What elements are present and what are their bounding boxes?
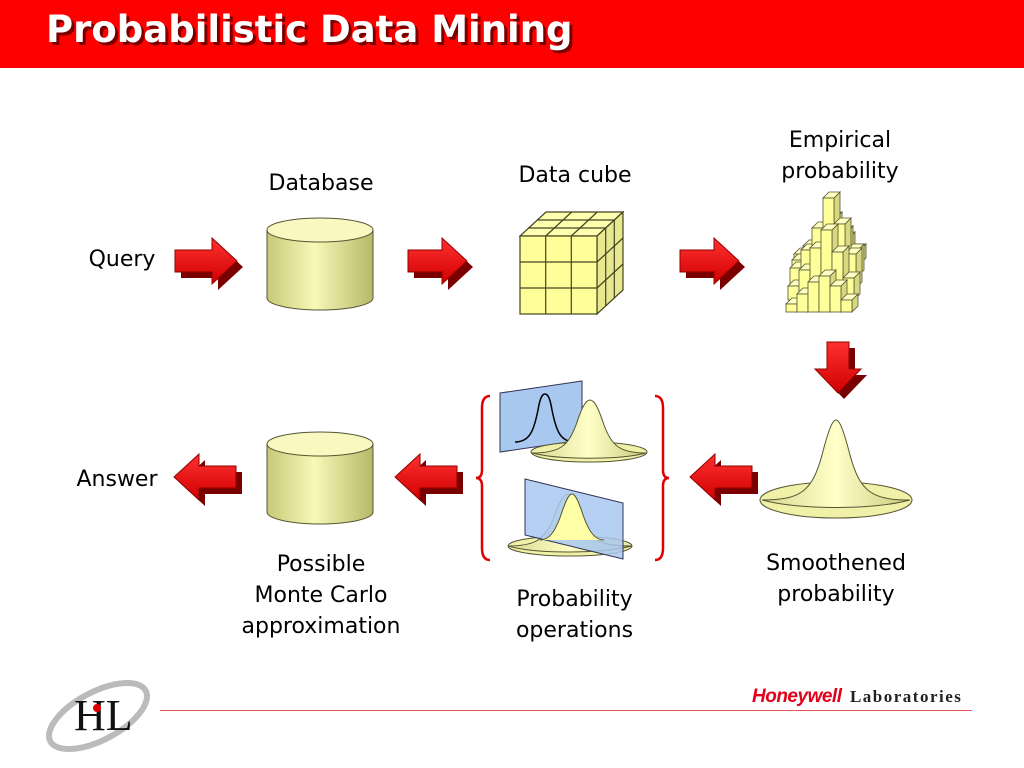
label-operations-line-1: Probability [516,587,633,612]
label-empirical-line-1: Empirical [788,128,892,153]
arrow-smoothened-to-operations [689,452,758,506]
brand-name: Honeywell [752,686,842,707]
label-query: Query [88,247,156,272]
label-monte-carlo-line-3: approximation [241,614,401,639]
arrow-query-to-database [174,236,243,290]
slide-title: Probabilistic Data Mining [46,8,573,51]
histogram-bar [840,299,853,313]
label-operations-line-2: operations [515,618,634,643]
label-probability-operations: Probability operations [492,584,657,646]
brand-suffix: Laboratories [849,687,963,706]
brand-wordmark: Honeywell Laboratories [752,686,962,708]
label-smoothened-line-1: Smoothened [766,551,906,576]
label-smoothened-line-2: probability [777,582,895,607]
database-approximation-icon [266,431,374,525]
arrow-empirical-to-smoothened [813,341,867,399]
histogram-bar [818,275,831,313]
operation-bell-slice-bottom [507,478,633,560]
operation-bell-slice-top [499,380,648,463]
footer-divider [160,710,972,711]
arrow-cube-to-empirical [679,236,745,290]
hl-logo-text: HL [74,691,133,740]
brace-left-icon [475,394,491,562]
label-monte-carlo-line-2: Monte Carlo [254,583,388,608]
arrow-operations-to-montecarlo [394,452,463,506]
smoothened-bell-icon [759,419,913,519]
brace-right-icon [654,394,670,562]
label-smoothened-probability: Smoothened probability [751,548,921,610]
database-icon [266,217,374,311]
arrow-montecarlo-to-answer [173,452,242,506]
label-monte-carlo: Possible Monte Carlo approximation [221,549,421,642]
label-empirical-line-2: probability [781,159,899,184]
histogram-bar [829,285,842,313]
hl-logo-icon: HL [46,679,150,753]
label-empirical-probability: Empirical probability [760,125,920,187]
arrow-database-to-cube [407,236,473,290]
label-monte-carlo-line-1: Possible [276,552,366,577]
histogram-bar [796,293,809,313]
histogram-bar [785,303,798,313]
empirical-histogram-icon [785,191,867,313]
histogram-bar [807,281,820,313]
label-answer: Answer [76,467,158,492]
label-database: Database [268,171,374,196]
title-bar: Probabilistic Data Mining [0,0,1024,68]
label-data-cube: Data cube [518,163,632,188]
data-cube-icon [518,210,625,316]
